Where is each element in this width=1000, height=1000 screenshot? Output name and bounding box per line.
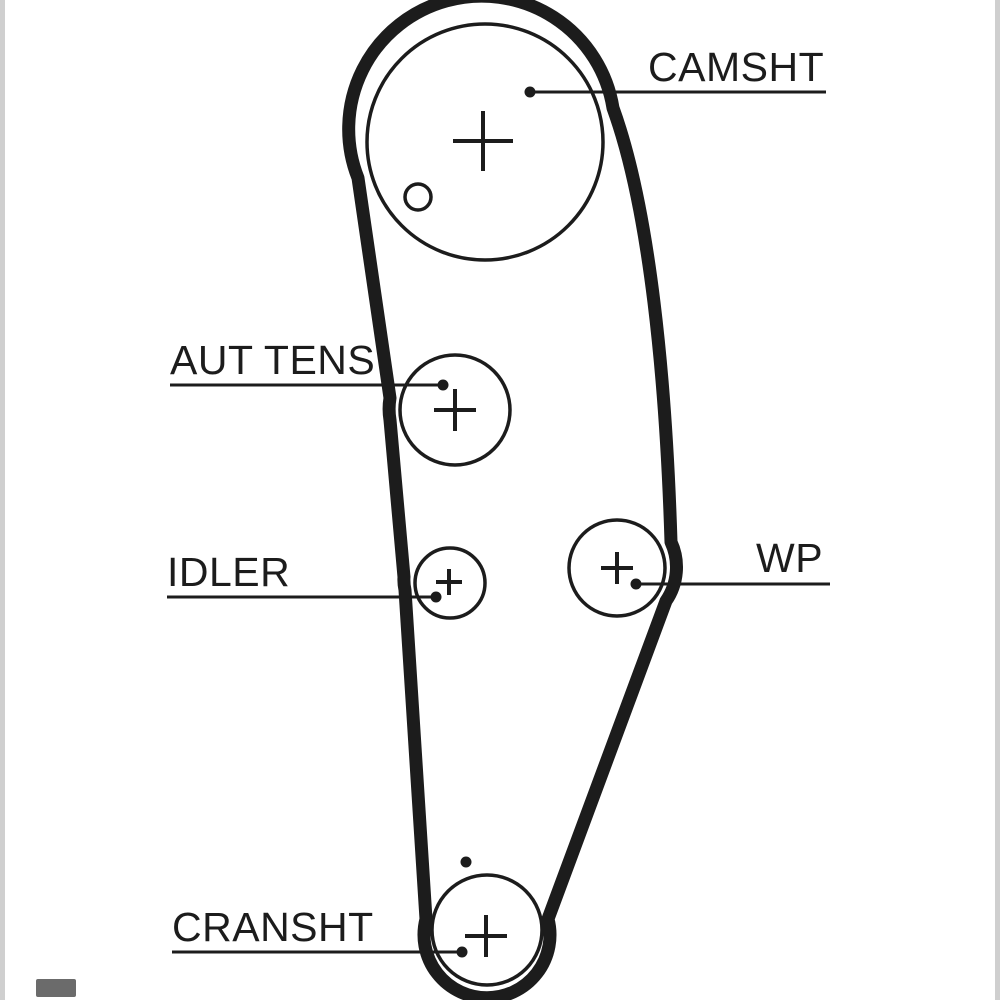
tensioner-anchor-dot (437, 379, 449, 391)
camshaft-plus-icon (453, 111, 513, 171)
crankshaft-plus-icon (465, 915, 507, 957)
water-pump-anchor-dot (630, 578, 642, 590)
idler-anchor-dot (430, 591, 442, 603)
camshaft-label: CAMSHT (648, 44, 824, 90)
camshaft-timing-hole-icon (403, 182, 433, 212)
left-edge-strip (0, 0, 5, 1000)
crankshaft-anchor-dot (456, 946, 468, 958)
water-pump-plus-icon (601, 552, 633, 584)
crankshaft-label: CRANSHT (172, 904, 374, 950)
tensioner-plus-icon (434, 389, 476, 431)
watermark-fragment (36, 979, 76, 997)
right-edge-strip (995, 0, 1000, 1000)
crankshaft-timing-dot-icon (460, 856, 472, 868)
camshaft-anchor-dot (524, 86, 536, 98)
idler-plus-icon (436, 569, 462, 595)
idler-label: IDLER (167, 549, 290, 595)
timing-belt-path (342, 0, 683, 1000)
tensioner-label: AUT TENS (170, 337, 375, 383)
water-pump-label: WP (756, 535, 823, 581)
